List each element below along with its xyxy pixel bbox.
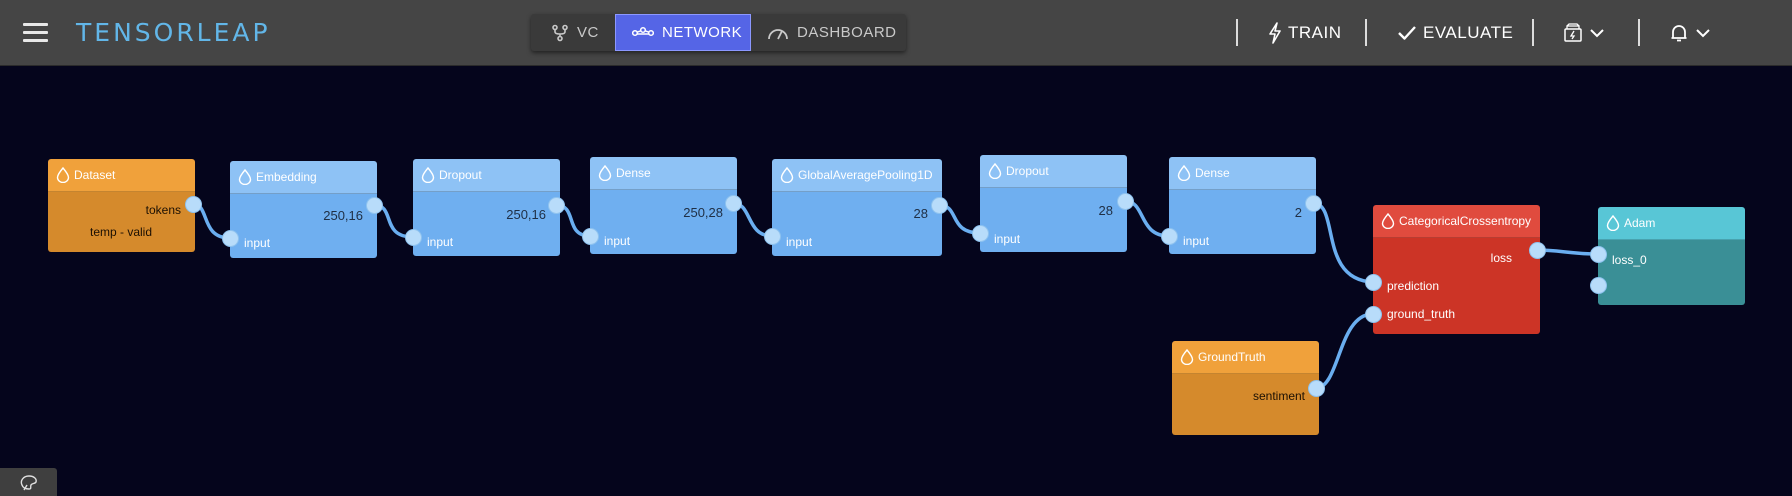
input-label: input: [244, 236, 271, 250]
output-port[interactable]: [366, 197, 383, 214]
node-dense[interactable]: Dense 250,28 input: [590, 157, 737, 254]
output-port[interactable]: [1308, 380, 1325, 397]
app-logo: TENSORLEAP: [76, 18, 271, 47]
notifications-dropdown[interactable]: [1669, 18, 1717, 48]
shape-label: 250,16: [506, 207, 546, 222]
tab-network[interactable]: NETWORK: [615, 14, 751, 51]
lightning-icon: [1269, 22, 1281, 44]
shape-label: 28: [913, 206, 928, 221]
palette-icon: [20, 475, 37, 491]
tab-vc[interactable]: VC: [531, 14, 615, 51]
input-port[interactable]: [1590, 277, 1607, 294]
input-port[interactable]: [1590, 246, 1607, 263]
node-title: Dataset: [74, 168, 116, 182]
input-label: input: [427, 235, 454, 249]
shape-label: 2: [1294, 205, 1302, 220]
tab-dashboard[interactable]: DASHBOARD: [751, 14, 906, 51]
output-port[interactable]: [1305, 195, 1322, 212]
drop-icon: [238, 169, 252, 185]
tab-network-label: NETWORK: [662, 24, 743, 41]
input-label: loss_0: [1612, 253, 1647, 267]
output-port[interactable]: [725, 195, 742, 212]
output-port[interactable]: [1529, 242, 1546, 259]
node-title: Dense: [616, 166, 651, 180]
input-port[interactable]: [405, 229, 422, 246]
train-label: TRAIN: [1288, 23, 1342, 42]
drop-icon: [988, 163, 1002, 179]
input-port[interactable]: [222, 230, 239, 247]
divider: [1638, 19, 1640, 46]
drop-icon: [56, 167, 70, 183]
node-ground-truth[interactable]: GroundTruth sentiment: [1172, 341, 1319, 435]
top-bar: TENSORLEAP VC NETWORK: [0, 0, 1792, 66]
output-port[interactable]: [931, 197, 948, 214]
input-port[interactable]: [582, 228, 599, 245]
evaluate-label: EVALUATE: [1423, 23, 1514, 42]
output-port[interactable]: [1117, 193, 1134, 210]
output-label: tokens: [145, 203, 181, 217]
output-port[interactable]: [185, 196, 202, 213]
node-dropout[interactable]: Dropout 28 input: [980, 155, 1127, 252]
evaluate-button[interactable]: EVALUATE: [1397, 18, 1513, 48]
server-icon: [1564, 23, 1582, 42]
drop-icon: [598, 165, 612, 181]
dataset-subtitle: temp - valid: [90, 225, 153, 239]
drop-icon: [1180, 349, 1194, 365]
node-title: Dropout: [439, 168, 482, 182]
input-port[interactable]: [1365, 306, 1382, 323]
chevron-down-icon: [1696, 29, 1710, 38]
jobs-dropdown[interactable]: [1563, 18, 1611, 48]
node-dense[interactable]: Dense 2 input: [1169, 157, 1316, 254]
drop-icon: [421, 167, 435, 183]
menu-icon[interactable]: [23, 23, 48, 43]
input-port[interactable]: [1365, 274, 1382, 291]
output-label: sentiment: [1252, 389, 1305, 403]
input-label: input: [786, 235, 813, 249]
input-label: input: [994, 232, 1021, 246]
check-icon: [1398, 26, 1416, 40]
node-adam[interactable]: Adam loss_0: [1598, 207, 1745, 305]
shape-label: 250,28: [683, 205, 723, 220]
input-port[interactable]: [764, 228, 781, 245]
input-label: input: [1183, 234, 1210, 248]
network-icon: [632, 26, 654, 36]
input-label: ground_truth: [1387, 307, 1456, 321]
node-dataset[interactable]: Dataset tokens temp - valid: [48, 159, 195, 252]
divider: [1365, 19, 1367, 46]
tab-dashboard-label: DASHBOARD: [797, 24, 897, 41]
canvas-tool-button[interactable]: [0, 468, 57, 496]
node-title: GroundTruth: [1198, 350, 1266, 364]
input-port[interactable]: [972, 225, 989, 242]
divider: [1532, 19, 1534, 46]
node-global-average-pooling[interactable]: GlobalAveragePooling1D 28 input: [772, 159, 942, 256]
drop-icon: [1606, 215, 1620, 231]
node-embedding[interactable]: Embedding 250,16 input: [230, 161, 377, 258]
gauge-icon: [768, 28, 788, 39]
node-title: Dropout: [1006, 164, 1049, 178]
chevron-down-icon: [1590, 29, 1604, 38]
tab-vc-label: VC: [577, 24, 599, 41]
node-title: Dense: [1195, 166, 1230, 180]
drop-icon: [780, 167, 794, 183]
divider: [1236, 19, 1238, 46]
output-label: loss: [1490, 251, 1512, 265]
input-port[interactable]: [1161, 228, 1178, 245]
node-title: Embedding: [256, 170, 317, 184]
input-label: prediction: [1387, 279, 1440, 293]
drop-icon: [1381, 213, 1395, 229]
shape-label: 250,16: [323, 208, 363, 223]
node-title: CategoricalCrossentropy: [1399, 214, 1532, 228]
train-button[interactable]: TRAIN: [1268, 18, 1342, 48]
shape-label: 28: [1098, 203, 1113, 218]
branch-icon: [552, 24, 568, 41]
node-dropout[interactable]: Dropout 250,16 input: [413, 159, 560, 256]
node-categorical-crossentropy[interactable]: CategoricalCrossentropy loss prediction …: [1373, 205, 1540, 334]
input-label: input: [604, 234, 631, 248]
output-port[interactable]: [548, 197, 565, 214]
node-title: Adam: [1624, 216, 1656, 230]
view-tabs: VC NETWORK DASHBOARD: [531, 14, 906, 51]
drop-icon: [1177, 165, 1191, 181]
node-title: GlobalAveragePooling1D: [798, 168, 933, 182]
bell-icon: [1671, 25, 1687, 42]
